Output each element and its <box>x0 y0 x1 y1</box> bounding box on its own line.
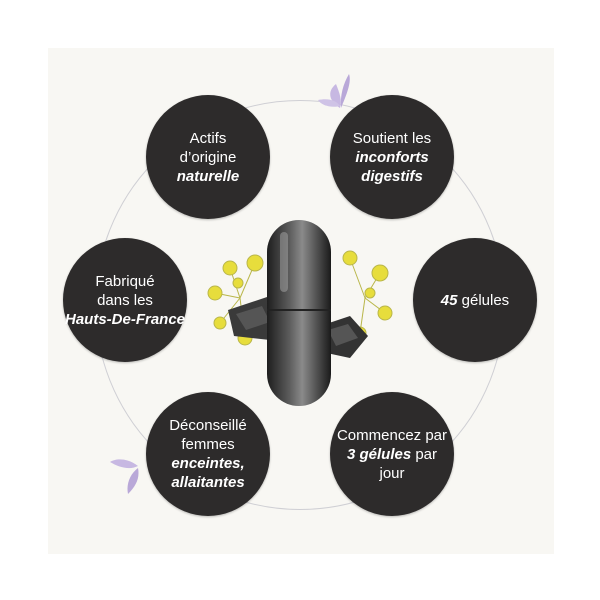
badge-line: 45 gélules <box>441 291 509 310</box>
badge-text: Fabriqué <box>95 272 155 290</box>
badge-text: gélules <box>457 291 510 309</box>
badge-text-emphasis: 45 <box>440 291 458 309</box>
badge-natural-actives: Actifs d’origine naturelle <box>146 95 270 219</box>
badge-text: femmes <box>181 436 235 453</box>
badge-digestive-support: Soutient les inconforts digestifs <box>330 95 454 219</box>
lavender-leaf-icon <box>110 459 139 494</box>
badge-line: 3 gélules par <box>347 445 437 464</box>
badge-text-emphasis: naturelle <box>176 167 240 185</box>
badge-text: jour <box>379 464 405 482</box>
badge-capsule-count: 45 gélules <box>413 238 537 362</box>
badge-made-in-region: Fabriqué dans les Hauts-De-France <box>63 238 187 362</box>
capsule-icon <box>267 220 331 406</box>
badge-text: Soutient les <box>352 129 432 147</box>
badge-text-emphasis: Hauts-De-France <box>64 310 186 328</box>
badge-text: dans les <box>97 291 153 309</box>
badge-text-emphasis: inconforts <box>355 148 429 166</box>
badge-warning: Déconseillé femmes enceintes, allaitante… <box>146 392 270 516</box>
badge-text-emphasis: 3 gélules <box>346 445 412 463</box>
badge-text-emphasis: enceintes, <box>171 455 245 472</box>
badge-text: par <box>411 445 438 463</box>
capsule-illustration <box>207 220 393 406</box>
badge-text-emphasis: digestifs <box>361 167 423 185</box>
badge-text: d’origine <box>179 148 237 166</box>
badge-dosage: Commencez par 3 gélules par jour <box>330 392 454 516</box>
lavender-leaf-icon <box>318 74 350 108</box>
badge-text: Commencez par <box>336 426 448 444</box>
badge-text-emphasis: allaitantes <box>171 474 245 491</box>
badge-text: Déconseillé <box>169 417 247 434</box>
badge-text: Actifs <box>189 129 227 147</box>
